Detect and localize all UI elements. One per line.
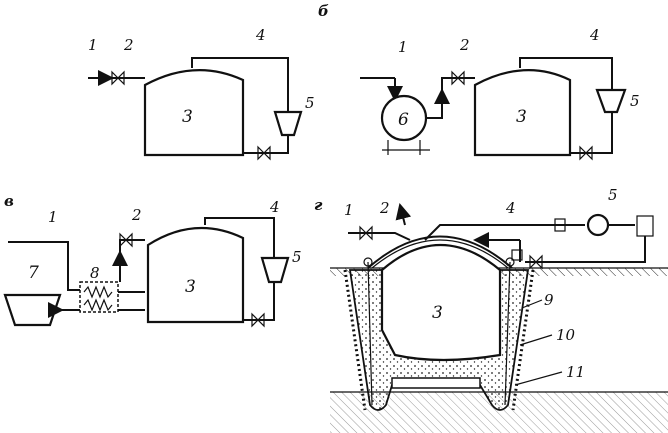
svg-text:7: 7 [28,263,39,283]
dome-cover [367,235,513,269]
tank-3 [143,69,245,157]
panel-bottom-left: в 1 2 3 4 5 7 8 [3,192,302,328]
reservoir-7 [3,293,62,327]
panel-top-right: 1 2 3 4 5 6 [360,26,640,161]
svg-text:4: 4 [589,26,600,44]
svg-text:11: 11 [566,363,585,381]
svg-text:1: 1 [344,201,354,219]
svg-text:5: 5 [608,186,618,204]
pump-5 [260,256,290,284]
valve-2 [111,70,125,86]
heat-exchanger-8 [79,281,119,313]
svg-text:1: 1 [48,208,58,226]
valve-return [529,254,543,270]
svg-text:10: 10 [556,326,576,344]
svg-text:2: 2 [123,36,134,54]
svg-text:3: 3 [432,303,443,323]
tank-3 [473,69,572,157]
svg-text:8: 8 [90,264,100,282]
svg-text:4: 4 [269,198,280,216]
valve-2 [119,232,133,248]
pump-5 [273,110,303,137]
foundation-11 [391,377,481,389]
panel-letter-v: в [4,192,14,210]
svg-text:3: 3 [516,107,527,127]
pump-5 [586,213,610,237]
svg-text:2: 2 [459,36,470,54]
svg-text:5: 5 [292,248,302,266]
svg-text:9: 9 [544,291,554,309]
valve-return [257,145,271,161]
panel-letter-g: г [314,196,323,214]
svg-text:5: 5 [305,94,315,112]
svg-text:2: 2 [379,199,390,217]
valve-return [579,145,593,161]
panel-top-left: 1 2 3 4 5 [88,26,315,161]
pump-5 [595,88,627,114]
svg-text:4: 4 [505,199,516,217]
tank-3 [146,226,245,324]
svg-text:5: 5 [630,92,640,110]
svg-text:4: 4 [255,26,266,44]
valve-2 [451,70,465,86]
svg-text:1: 1 [88,36,98,54]
valve-2 [359,225,373,241]
svg-text:3: 3 [185,277,196,297]
panel-letter-b: б [318,2,329,20]
svg-text:2: 2 [131,206,142,224]
valve-return [251,312,265,328]
svg-text:3: 3 [182,107,193,127]
svg-text:6: 6 [398,110,409,130]
tank-3 [380,243,502,362]
svg-text:1: 1 [398,38,408,56]
panel-bottom-right: г 1 2 [314,186,668,433]
